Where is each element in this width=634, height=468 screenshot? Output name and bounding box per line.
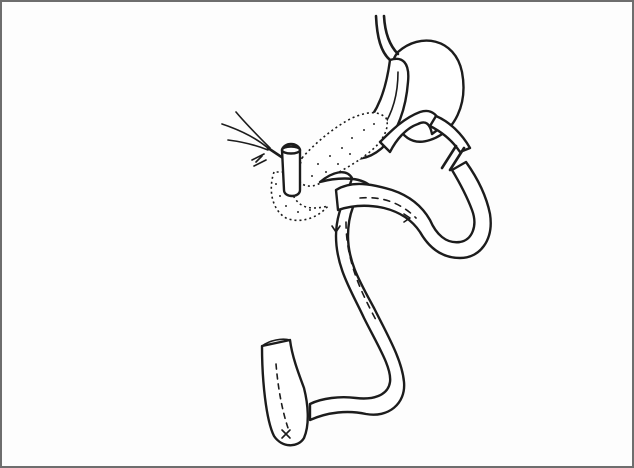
distal-segment: [262, 340, 308, 445]
esophagus-wall: [384, 16, 398, 54]
bile-duct-branch-1: [222, 124, 268, 148]
duct-ligature-mark: [252, 154, 266, 166]
bile-duct-branch-3: [228, 140, 268, 150]
afferent-loop: [336, 162, 491, 258]
biliary-limb-opening: [282, 147, 300, 154]
